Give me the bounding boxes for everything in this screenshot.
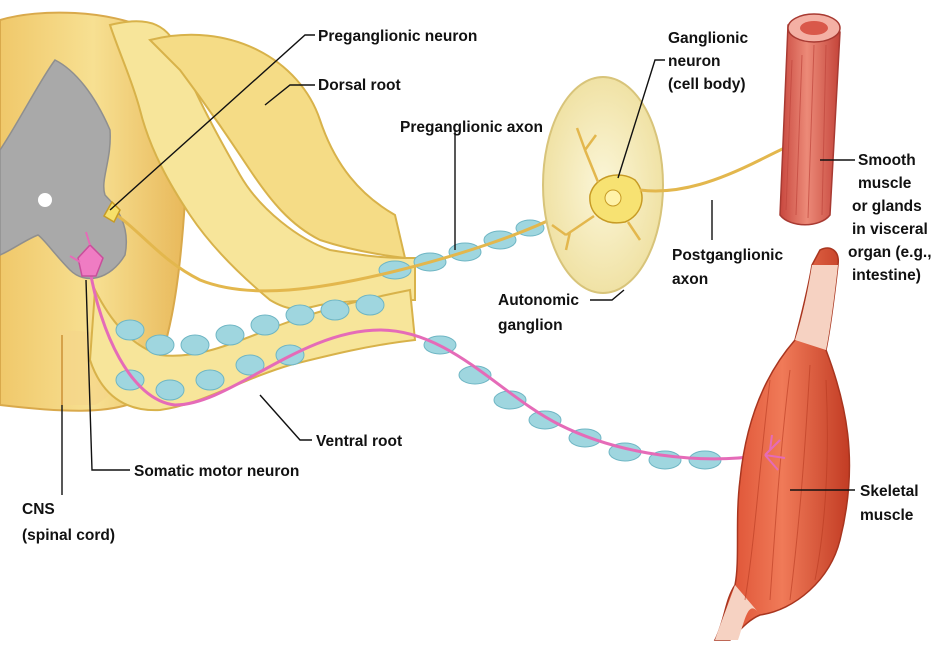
label-ganglionic-neuron-line1: Ganglionic [668,30,748,47]
label-ganglionic-neuron-line2: neuron [668,53,721,70]
label-dorsal-root: Dorsal root [318,77,401,94]
label-somatic-motor-neuron: Somatic motor neuron [134,463,299,480]
central-canal [38,193,52,207]
label-smooth-muscle-line4: in visceral [852,221,928,238]
label-cns-line1: CNS [22,501,55,518]
label-smooth-muscle-line3: or glands [852,198,922,215]
label-postganglionic-axon-line1: Postganglionic [672,247,783,264]
label-smooth-muscle-line6: intestine) [852,267,921,284]
label-autonomic-ganglion-line2: ganglion [498,317,563,334]
label-preganglionic-neuron: Preganglionic neuron [318,28,477,45]
label-postganglionic-axon-line2: axon [672,271,708,288]
label-smooth-muscle-line2: muscle [858,175,912,192]
label-skeletal-muscle-line1: Skeletal [860,483,919,500]
label-smooth-muscle-line5: organ (e.g., [848,244,932,261]
label-autonomic-ganglion-line1: Autonomic [498,292,579,309]
label-ventral-root: Ventral root [316,433,402,450]
label-skeletal-muscle-line2: muscle [860,507,914,524]
postganglionic-axon [640,140,802,191]
smooth-muscle [780,14,840,225]
label-smooth-muscle-line1: Smooth [858,152,916,169]
label-cns-line2: (spinal cord) [22,527,115,544]
somatic-axon-myelin [424,336,721,469]
skeletal-muscle [715,248,849,640]
label-preganglionic-axon: Preganglionic axon [400,119,543,136]
label-ganglionic-neuron-line3: (cell body) [668,76,746,93]
